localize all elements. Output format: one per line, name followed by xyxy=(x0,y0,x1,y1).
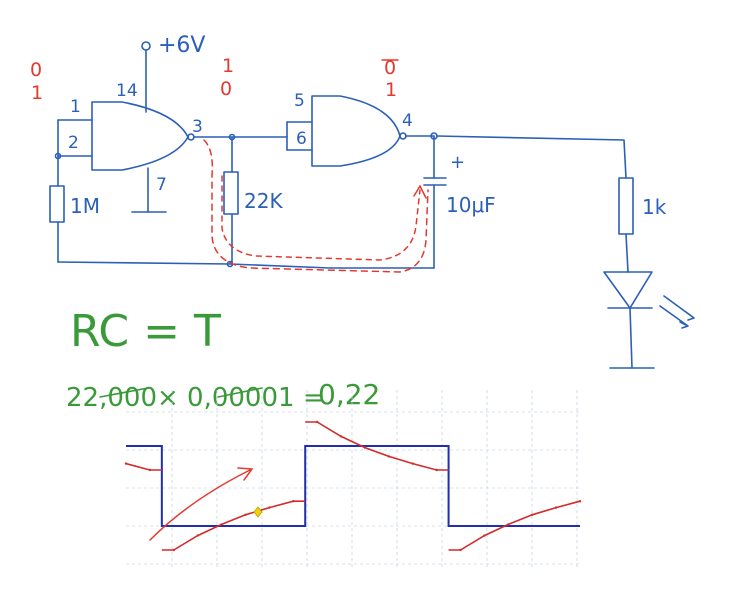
current-path xyxy=(203,139,429,273)
square-wave-trace xyxy=(126,445,580,527)
resistor-1m: 1M xyxy=(49,155,100,263)
rc-point xyxy=(507,523,510,526)
state-input-bottom: 1 xyxy=(31,82,43,104)
capacitor-10uf: + 10μF xyxy=(423,132,496,269)
rc-point xyxy=(124,462,128,465)
rc-point xyxy=(387,455,391,458)
rc-point xyxy=(292,500,295,503)
rc-charge-trace xyxy=(124,420,582,552)
calc-22: 22 xyxy=(66,383,99,413)
rc-point xyxy=(220,523,223,526)
pin-5: 5 xyxy=(294,91,305,111)
equations: RC = T 22,000× 0,00001 = 0,22 xyxy=(66,306,380,413)
strike-2 xyxy=(217,387,263,398)
rc-point xyxy=(411,462,414,465)
strike-1 xyxy=(99,387,149,398)
rc-point xyxy=(315,420,319,424)
state-output-bottom: 1 xyxy=(385,79,397,101)
supply-label: +6V xyxy=(158,33,205,58)
rc-point xyxy=(363,446,367,449)
pin-7: 7 xyxy=(156,175,167,195)
state-output-top: 0 xyxy=(384,57,396,79)
led-branch: 1k xyxy=(436,135,695,369)
pin-1: 1 xyxy=(70,97,81,117)
capacitor-label: 10μF xyxy=(446,193,496,217)
calc-0000-struck: 000 xyxy=(212,383,262,413)
scope-marker xyxy=(253,506,263,518)
state-middle-top: 1 xyxy=(222,55,234,77)
rc-point xyxy=(578,500,582,503)
supply-rail: +6V xyxy=(141,33,205,113)
square-wave-line xyxy=(126,445,580,527)
rc-point xyxy=(196,534,199,537)
rc-point xyxy=(459,548,462,552)
pin-labels: 1 2 3 4 5 6 7 14 xyxy=(68,81,413,195)
rc-point xyxy=(244,513,247,516)
rc-point xyxy=(339,435,343,438)
pin-4: 4 xyxy=(402,111,413,131)
rc-point xyxy=(172,548,175,552)
charge-arrow xyxy=(149,469,251,541)
resistor-1k-label: 1k xyxy=(642,195,667,219)
resistor-22k-label: 22K xyxy=(244,189,283,213)
calc-result: 0,22 xyxy=(318,378,380,411)
rc-point xyxy=(554,506,558,509)
nand-gate-2 xyxy=(311,95,435,167)
oscillator-schematic: +6V 1M xyxy=(30,33,695,369)
state-input-top: 0 xyxy=(30,59,42,81)
rc-point xyxy=(531,513,534,516)
resistor-1m-label: 1M xyxy=(70,194,100,218)
logic-states: 0 1 1 0 0 1 xyxy=(30,55,399,104)
rc-point xyxy=(268,506,271,509)
capacitor-polarity: + xyxy=(450,152,465,173)
calc-multiply: × 0, xyxy=(157,383,212,413)
rc-point xyxy=(148,468,152,472)
nand-gate-1 xyxy=(91,101,195,213)
pin-2: 2 xyxy=(68,133,79,153)
pin-14: 14 xyxy=(116,81,138,101)
rc-point xyxy=(435,468,438,472)
rc-point xyxy=(483,534,486,537)
scope-grid xyxy=(126,390,580,570)
oscilloscope-trace xyxy=(124,390,582,570)
calculation-line: 22,000× 0,00001 = xyxy=(66,383,325,413)
state-middle-bottom: 0 xyxy=(220,78,232,100)
formula-rc-t: RC = T xyxy=(70,306,221,357)
calc-01: 01 = xyxy=(261,383,324,413)
gate-link-wire xyxy=(193,121,313,151)
pin-6: 6 xyxy=(296,129,307,149)
rc-charge-line xyxy=(125,421,581,551)
charge-arrow-head xyxy=(237,467,254,481)
resistor-22k: 22K xyxy=(223,136,283,265)
pin-3: 3 xyxy=(192,117,203,137)
